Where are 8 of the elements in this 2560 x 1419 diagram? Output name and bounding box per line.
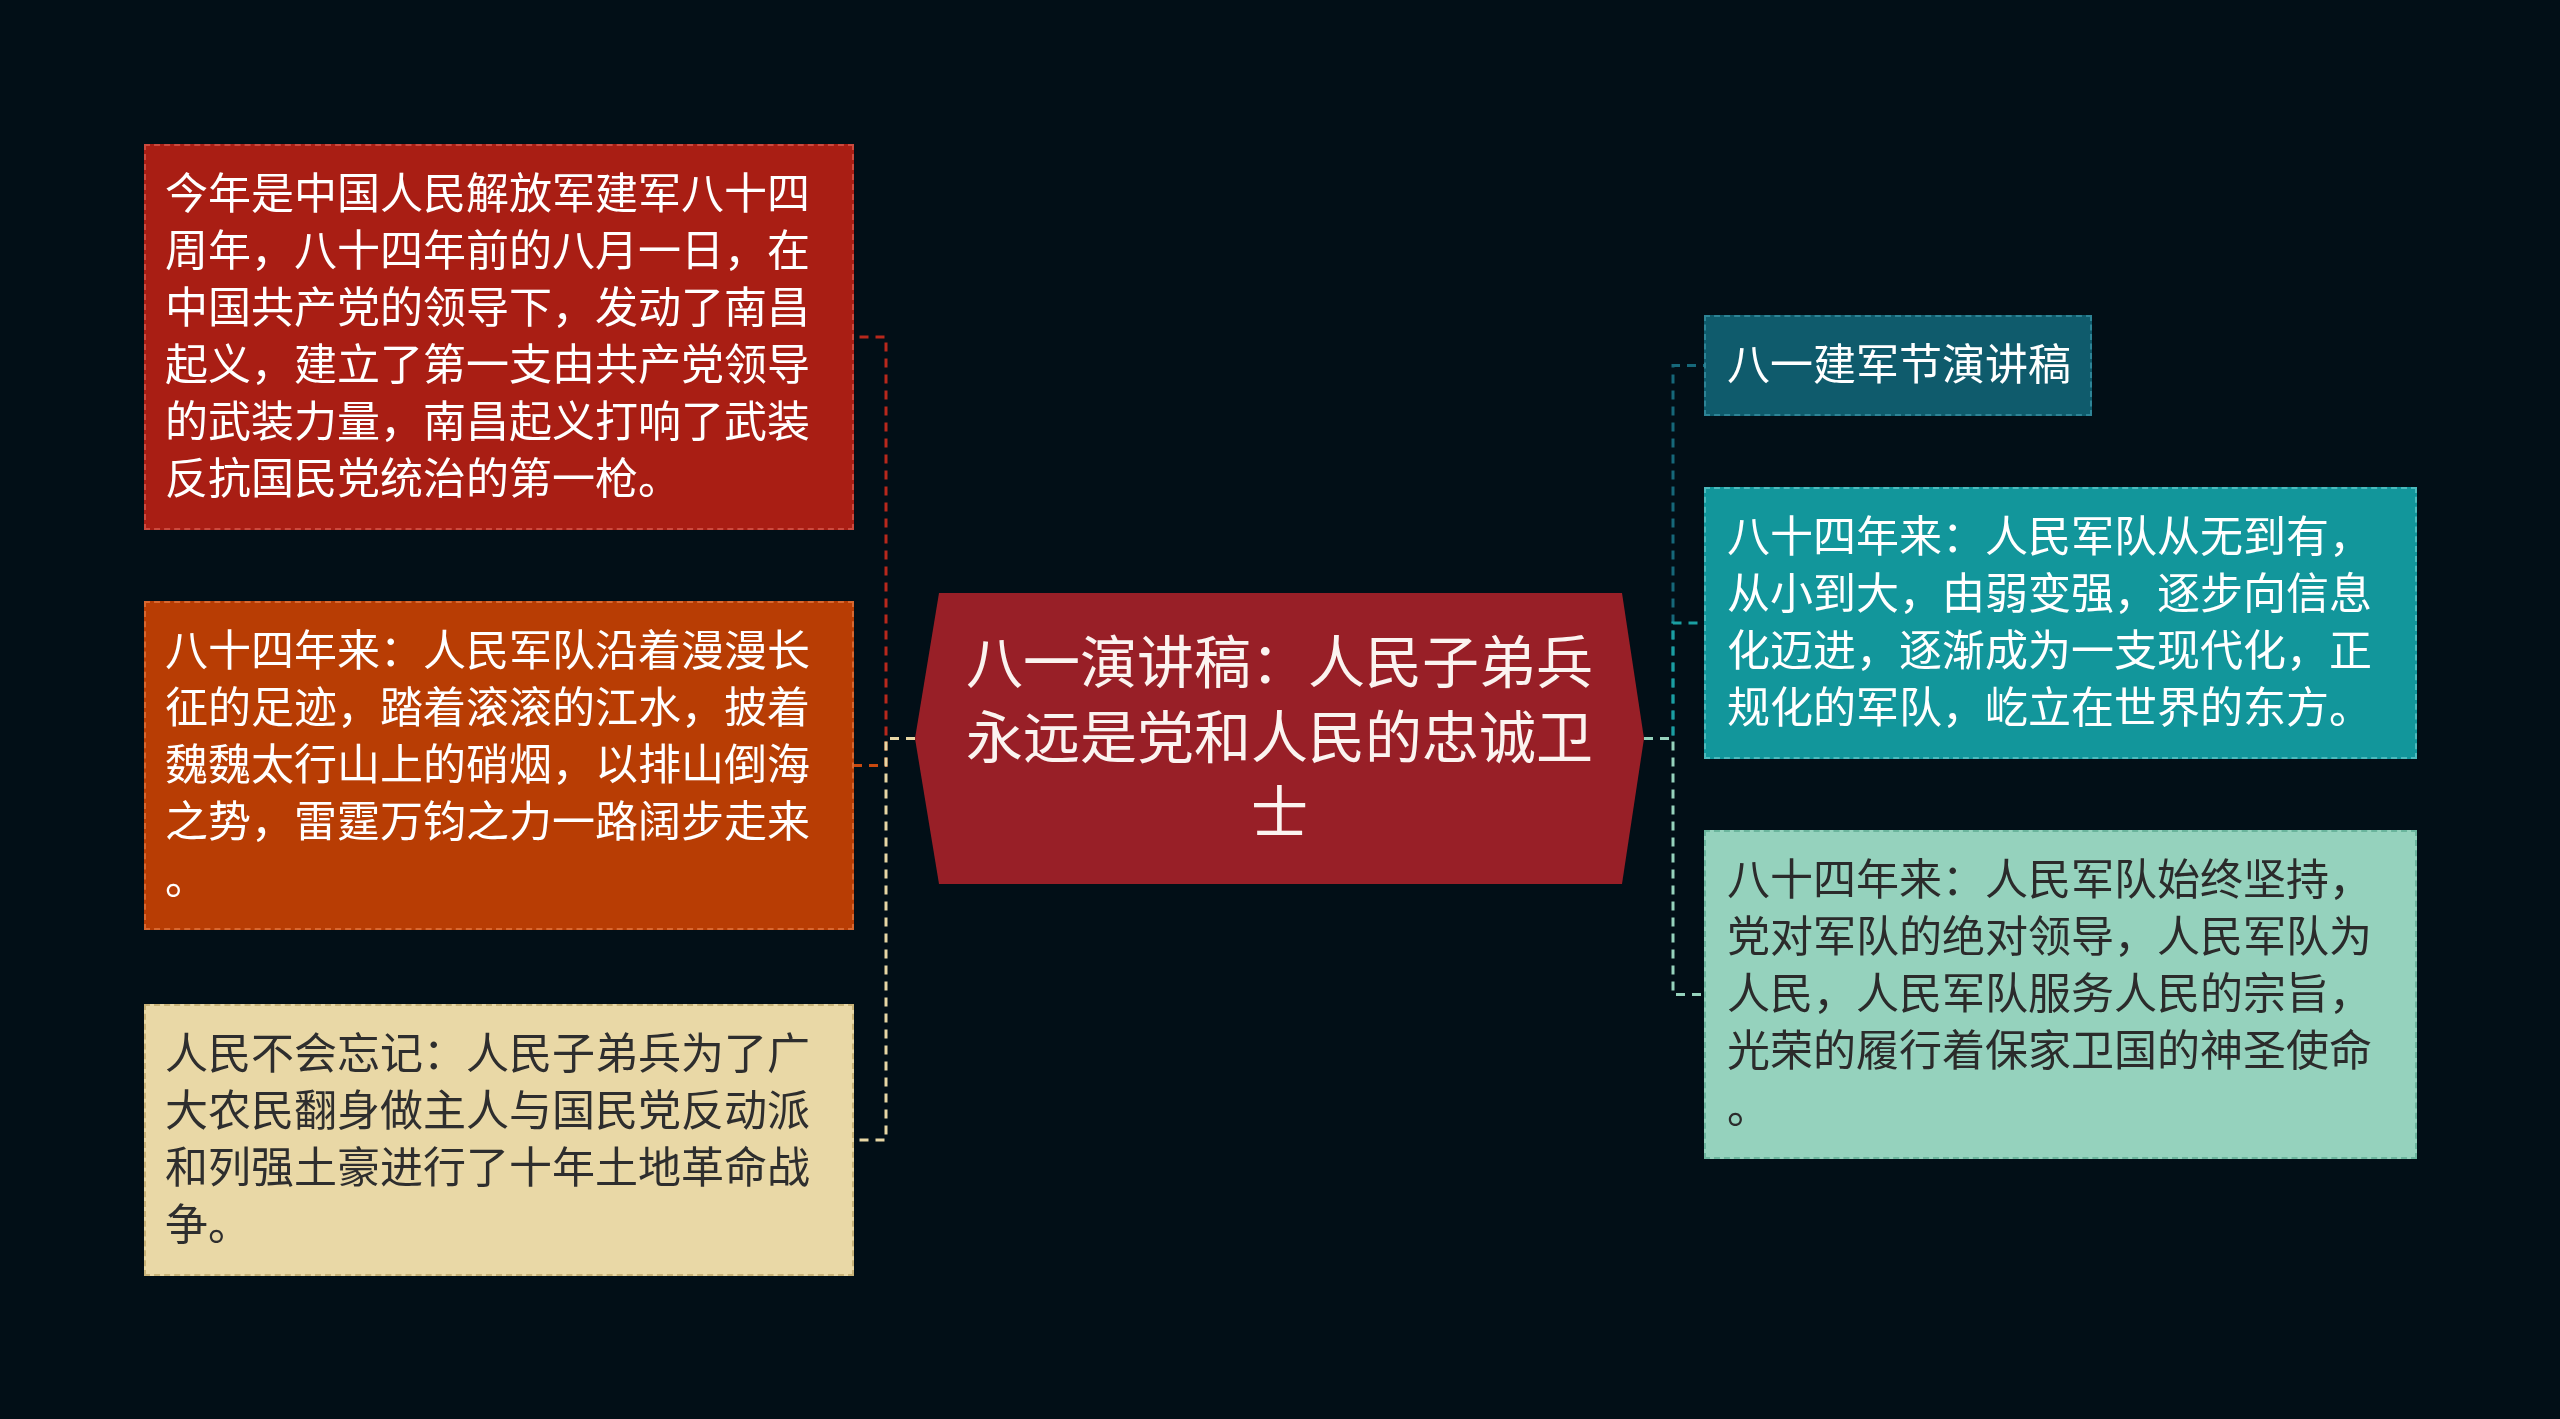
topic-box: 人民不会忘记：人民子弟兵为了广大农民翻身做主人与国民党反动派和列强土豪进行了十年土地革命战争。 <box>144 1004 854 1276</box>
topic-hexagon: 八一演讲稿：人民子弟兵永远是党和人民的忠诚卫士 <box>915 593 1644 884</box>
topic-box: 八一建军节演讲稿 <box>1704 315 2092 416</box>
topic-box: 八十四年来：人民军队始终坚持，党对军队的绝对领导，人民军队为人民，人民军队服务人民的宗旨，光荣的履行着保家卫国的神圣使命。 <box>1704 830 2417 1159</box>
topic-box: 今年是中国人民解放军建军八十四周年，八十四年前的八月一日，在中国共产党的领导下，发动了南昌起义，建立了第一支由共产党领导的武装力量，南昌起义打响了武装反抗国民党统治的第一枪。 <box>144 144 854 530</box>
topic-box: 八十四年来：人民军队沿着漫漫长征的足迹，踏着滚滚的江水，披着魏魏太行山上的硝烟，以排山倒海之势，雷霆万钧之力一路阔步走来。 <box>144 601 854 930</box>
topic-box: 八十四年来：人民军队从无到有，从小到大，由弱变强，逐步向信息化迈进，逐渐成为一支现代化，正规化的军队，屹立在世界的东方。 <box>1704 487 2417 759</box>
connector-line <box>1644 737 1704 996</box>
